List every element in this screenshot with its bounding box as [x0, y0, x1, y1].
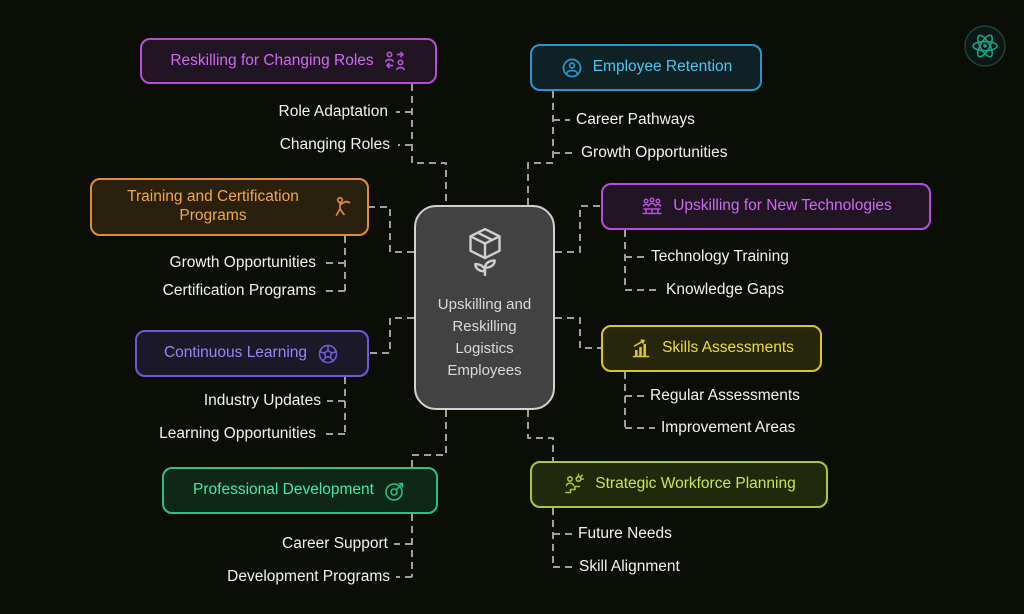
target-icon [383, 479, 407, 503]
person-orbit-icon [560, 56, 584, 80]
role-change-icon [383, 49, 407, 73]
child-development-programs[interactable]: Development Programs [227, 568, 390, 585]
child-career-support[interactable]: Career Support [282, 535, 388, 552]
branch-label: Professional Development [193, 481, 374, 499]
package-sprout-icon [454, 223, 516, 286]
child-growth-opportunities-left[interactable]: Growth Opportunities [169, 254, 316, 271]
branch-label: Training and Certification Programs [127, 188, 299, 224]
child-growth-opportunities-right[interactable]: Growth Opportunities [581, 144, 728, 161]
branch-label: Reskilling for Changing Roles [170, 51, 374, 69]
branch-reskilling-for-changing-roles[interactable]: Reskilling for Changing Roles [140, 38, 437, 84]
brand-atom-logo [963, 24, 1007, 68]
branch-professional-development[interactable]: Professional Development [162, 467, 438, 514]
trainer-icon [330, 195, 354, 219]
branch-upskilling-for-new-technologies[interactable]: Upskilling for New Technologies [601, 183, 931, 230]
child-industry-updates[interactable]: Industry Updates [203, 392, 321, 409]
branch-label: Skills Assessments [662, 339, 794, 357]
child-knowledge-gaps[interactable]: Knowledge Gaps [666, 281, 785, 298]
sphere-icon [316, 342, 340, 366]
child-improvement-areas[interactable]: Improvement Areas [661, 419, 796, 436]
bar-chart-icon [629, 337, 653, 361]
branch-continuous-learning[interactable]: Continuous Learning [135, 330, 369, 377]
child-technology-training[interactable]: Technology Training [651, 248, 789, 265]
branch-label: Upskilling for New Technologies [673, 197, 892, 215]
child-changing-roles[interactable]: Changing Roles [279, 136, 390, 153]
branch-label: Employee Retention [592, 58, 733, 76]
branch-skills-assessments[interactable]: Skills Assessments [601, 325, 822, 372]
child-skill-alignment[interactable]: Skill Alignment [579, 558, 680, 575]
child-future-needs[interactable]: Future Needs [578, 525, 672, 542]
child-regular-assessments[interactable]: Regular Assessments [650, 387, 800, 404]
branch-employee-retention[interactable]: Employee Retention [530, 44, 762, 91]
team-icon [640, 195, 664, 219]
child-role-adaptation[interactable]: Role Adaptation [278, 103, 388, 120]
branch-training-and-certification-programs[interactable]: Training and Certification Programs [90, 178, 369, 236]
branch-label: Strategic Workforce Planning [595, 475, 796, 493]
central-topic-node[interactable]: Upskilling and Reskilling Logistics Empl… [414, 205, 555, 410]
branch-label: Continuous Learning [163, 344, 308, 362]
workforce-icon [562, 473, 586, 497]
child-learning-opportunities[interactable]: Learning Opportunities [159, 425, 316, 442]
central-topic-title: Upskilling and Reskilling Logistics Empl… [437, 296, 532, 379]
child-certification-programs[interactable]: Certification Programs [162, 282, 316, 299]
branch-strategic-workforce-planning[interactable]: Strategic Workforce Planning [530, 461, 828, 508]
child-career-pathways[interactable]: Career Pathways [576, 111, 695, 128]
